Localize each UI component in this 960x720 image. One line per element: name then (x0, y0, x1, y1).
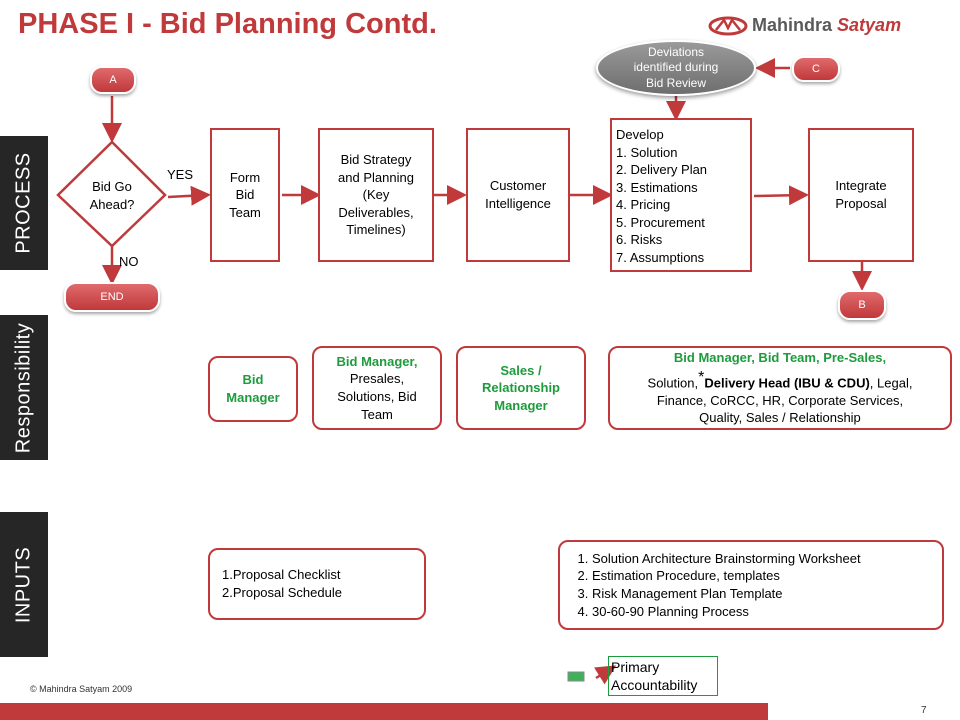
logo-brand-2: Satyam (837, 15, 902, 35)
process-integrate-proposal: Integrate Proposal (808, 128, 914, 262)
side-label-responsibility: Responsibility (0, 315, 48, 460)
resp-develop-team: Bid Manager, Bid Team, Pre-Sales, Soluti… (608, 346, 952, 430)
process-customer-intelligence: Customer Intelligence (466, 128, 570, 262)
page-title: PHASE I - Bid Planning Contd. (18, 8, 437, 40)
legend-arrow (593, 665, 617, 685)
resp-bid-manager: Bid Manager (208, 356, 298, 422)
no-label: NO (119, 254, 139, 269)
page-number: 7 (921, 705, 927, 716)
end-terminal: END (64, 282, 160, 312)
decision-diamond (56, 140, 167, 248)
logo-mark-icon (708, 16, 748, 36)
legend-primary-accountability: Primary Accountability (608, 656, 718, 696)
yes-label: YES (167, 167, 194, 182)
legend-swatch (567, 671, 585, 682)
side-label-inputs: INPUTS (0, 512, 48, 657)
connector-c: C (792, 56, 840, 82)
logo-brand: Mahindra (752, 15, 833, 35)
inputs-proposal: 1.Proposal Checklist 2.Proposal Schedule (208, 548, 426, 620)
footer-bar (0, 703, 768, 720)
side-label-process: PROCESS (0, 136, 48, 270)
connector-a: A (90, 66, 136, 94)
arrow-develop-to-integrate (753, 185, 809, 206)
process-form-bid-team: Form Bid Team (210, 128, 280, 262)
arrow-yes-to-form (167, 185, 211, 206)
inputs-planning: Solution Architecture Brainstorming Work… (558, 540, 944, 630)
company-logo: Mahindra Satyam (708, 14, 928, 38)
connector-b: B (838, 290, 886, 320)
resp-sales-relationship: Sales / Relationship Manager (456, 346, 586, 430)
process-develop: Develop 1. Solution 2. Delivery Plan 3. … (610, 118, 752, 272)
resp-bid-manager-presales: Bid Manager, Presales, Solutions, Bid Te… (312, 346, 442, 430)
process-bid-strategy: Bid Strategy and Planning (Key Deliverab… (318, 128, 434, 262)
copyright: © Mahindra Satyam 2009 (30, 684, 133, 694)
deviation-oval: Deviations identified during Bid Review (596, 40, 756, 96)
decision-label: Bid Go Ahead? (89, 179, 135, 212)
